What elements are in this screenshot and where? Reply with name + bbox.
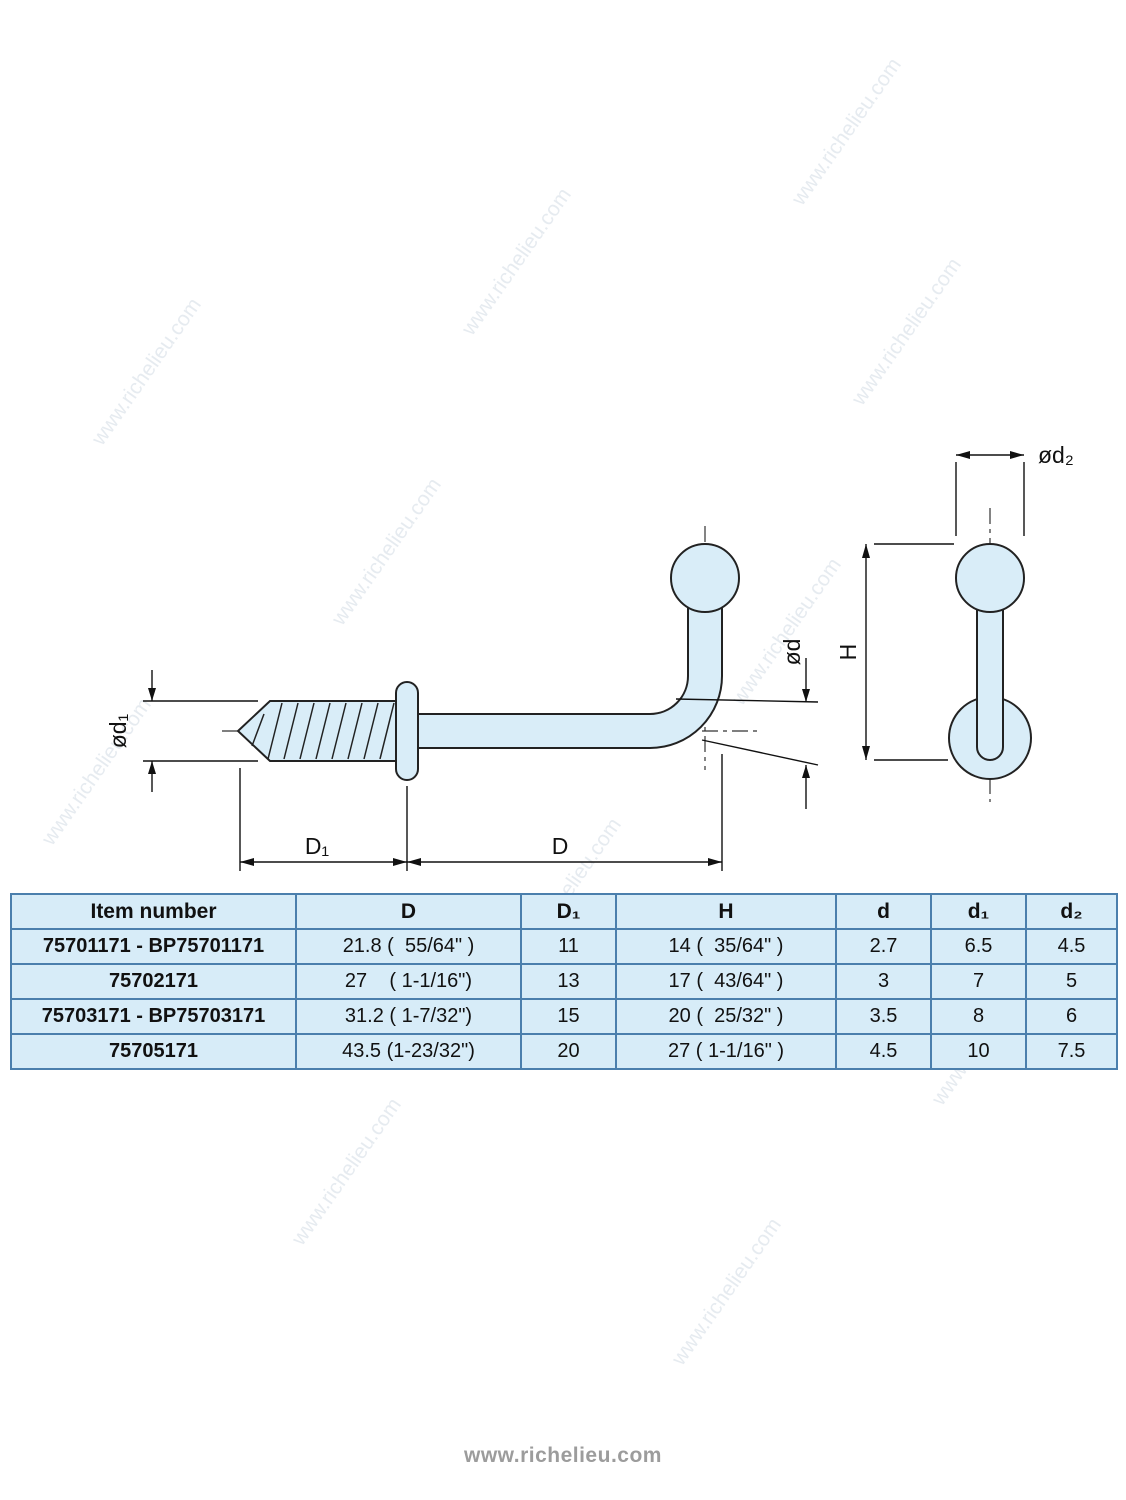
table-row: 75703171 - BP75703171 31.2 ( 1-7/32") 15…: [10, 998, 1118, 1035]
ball-side: [670, 543, 740, 613]
cell-d: 2.7: [835, 928, 932, 965]
cell-D1: 15: [520, 998, 617, 1035]
cell-d: 3: [835, 963, 932, 1000]
cell-d2: 5: [1025, 963, 1118, 1000]
cell-d2: 4.5: [1025, 928, 1118, 965]
ball-front: [955, 543, 1025, 613]
cell-d1: 10: [930, 1033, 1027, 1070]
cell-H: 17 ( 43/64" ): [615, 963, 837, 1000]
cell-d: 3.5: [835, 998, 932, 1035]
dimensions-table: Item number D D₁ H d d₁ d₂ 75701171 - BP…: [10, 893, 1118, 1070]
cell-item-number: 75705171: [10, 1033, 297, 1070]
cell-D: 27 ( 1-1/16"): [295, 963, 522, 1000]
cell-d: 4.5: [835, 1033, 932, 1070]
cell-d1: 6.5: [930, 928, 1027, 965]
hook-arm: [417, 599, 723, 749]
watermark: www.richelieu.com: [667, 1213, 786, 1370]
header-d1: d₁: [930, 893, 1027, 930]
dim-label-D: D: [552, 833, 569, 859]
header-H: H: [615, 893, 837, 930]
watermark: www.richelieu.com: [847, 253, 966, 410]
dimension-labels: ød₁ D₁ D ød H ød₂: [105, 442, 1074, 859]
dim-label-od2: ød₂: [1038, 442, 1074, 468]
dimension-arrowheads: [148, 451, 1024, 866]
screw-thread: [236, 700, 399, 762]
watermark: www.richelieu.com: [787, 53, 906, 210]
header-d: d: [835, 893, 932, 930]
cell-D: 43.5 (1-23/32"): [295, 1033, 522, 1070]
dim-label-od: ød: [779, 639, 805, 666]
cell-item-number: 75702171: [10, 963, 297, 1000]
cell-item-number: 75703171 - BP75703171: [10, 998, 297, 1035]
stem-front: [976, 589, 1004, 761]
technical-drawing: ød₁ D₁ D ød H ød₂: [105, 442, 1074, 871]
header-D: D: [295, 893, 522, 930]
cell-d1: 8: [930, 998, 1027, 1035]
cell-d1: 7: [930, 963, 1027, 1000]
dim-label-od1: ød₁: [105, 713, 131, 748]
footer-url: www.richelieu.com: [464, 1444, 662, 1467]
cell-H: 14 ( 35/64" ): [615, 928, 837, 965]
front-view: [948, 543, 1032, 780]
cell-item-number: 75701171 - BP75701171: [10, 928, 297, 965]
dim-label-D1: D₁: [305, 833, 330, 859]
watermark: www.richelieu.com: [287, 1093, 406, 1250]
cell-d2: 6: [1025, 998, 1118, 1035]
header-d2: d₂: [1025, 893, 1118, 930]
table-row: 75705171 43.5 (1-23/32") 20 27 ( 1-1/16"…: [10, 1033, 1118, 1070]
cell-d2: 7.5: [1025, 1033, 1118, 1070]
cell-D: 31.2 ( 1-7/32"): [295, 998, 522, 1035]
dimension-lines: [143, 454, 1025, 871]
header-D1: D₁: [520, 893, 617, 930]
table-row: 75702171 27 ( 1-1/16") 13 17 ( 43/64" ) …: [10, 963, 1118, 1000]
side-view: [236, 543, 740, 781]
cell-H: 20 ( 25/32" ): [615, 998, 837, 1035]
collar: [395, 681, 419, 781]
header-item-number: Item number: [10, 893, 297, 930]
cell-D1: 11: [520, 928, 617, 965]
watermark: www.richelieu.com: [87, 293, 206, 450]
cell-D1: 13: [520, 963, 617, 1000]
table-header-row: Item number D D₁ H d d₁ d₂: [10, 893, 1118, 930]
cell-H: 27 ( 1-1/16" ): [615, 1033, 837, 1070]
dim-label-H: H: [835, 644, 861, 661]
table-row: 75701171 - BP75701171 21.8 ( 55/64" ) 11…: [10, 928, 1118, 965]
watermark: www.richelieu.com: [457, 183, 576, 340]
cell-D1: 20: [520, 1033, 617, 1070]
cell-D: 21.8 ( 55/64" ): [295, 928, 522, 965]
